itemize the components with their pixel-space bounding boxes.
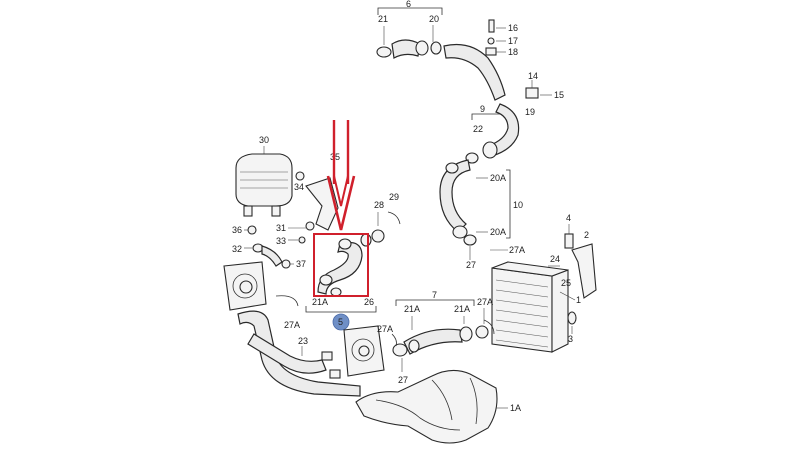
callout-34: 34 — [294, 182, 304, 192]
callout-27-bottom: 27 — [398, 375, 408, 385]
highlighted-hose-5 — [313, 233, 369, 297]
flange-center — [343, 325, 385, 377]
callout-28: 28 — [374, 200, 384, 210]
callout-33: 33 — [276, 236, 286, 246]
callout-27a-mid: 27A — [477, 297, 493, 307]
callout-21a-left: 21A — [312, 297, 328, 307]
highlight-box — [313, 233, 369, 297]
callout-3: 3 — [568, 334, 573, 344]
callout-27-right: 27 — [466, 260, 476, 270]
callout-9: 9 — [480, 104, 485, 114]
callout-32: 32 — [232, 244, 242, 254]
callout-1a: 1A — [510, 403, 521, 413]
hose-group-7: 7 21A 21A 27A 27A 27 — [377, 290, 495, 385]
air-duct-1a: 1A — [355, 369, 521, 444]
callout-1: 1 — [576, 295, 581, 305]
callout-7: 7 — [432, 290, 437, 300]
clamps-28-29: 29 28 — [360, 192, 401, 247]
callout-37: 37 — [296, 259, 306, 269]
callout-23: 23 — [298, 336, 308, 346]
callout-14: 14 — [528, 71, 538, 81]
callout-18: 18 — [508, 47, 518, 57]
callout-31: 31 — [276, 223, 286, 233]
callout-21-top: 21 — [378, 14, 388, 24]
callout-25: 25 — [561, 278, 571, 288]
callout-2: 2 — [584, 230, 589, 240]
callout-5: 5 — [338, 317, 343, 327]
callout-26: 26 — [364, 297, 374, 307]
callout-29: 29 — [389, 192, 399, 202]
callout-20a-lower: 20A — [490, 227, 506, 237]
assembly-6-top: 6 21 20 16 17 18 14 15 — [376, 0, 564, 101]
callout-27a-left: 27A — [284, 320, 300, 330]
blue-marker-dot — [332, 313, 350, 331]
lower-left-pipes: 27A 23 — [223, 261, 361, 397]
hose-group-10: 9 22 19 20A 10 20A 27A 27 — [439, 103, 535, 270]
intercooler: 1 4 2 24 25 3 — [491, 213, 597, 353]
callout-20a-upper: 20A — [490, 173, 506, 183]
callout-19: 19 — [525, 107, 535, 117]
callout-36: 36 — [232, 225, 242, 235]
assembly-5-labels: 21A 26 5 — [305, 297, 377, 331]
callout-27a-right: 27A — [509, 245, 525, 255]
callout-21a-mid-1: 21A — [404, 304, 420, 314]
callout-16: 16 — [508, 23, 518, 33]
red-arrows — [326, 120, 356, 231]
callout-6: 6 — [406, 0, 411, 9]
callout-10: 10 — [513, 200, 523, 210]
callout-27a-bottom: 27A — [377, 324, 393, 334]
callout-4: 4 — [566, 213, 571, 223]
callout-30: 30 — [259, 135, 269, 145]
callout-21a-mid-2: 21A — [454, 304, 470, 314]
callout-17: 17 — [508, 36, 518, 46]
callout-15: 15 — [554, 90, 564, 100]
canister-group: 30 34 35 31 33 36 32 37 — [232, 135, 340, 269]
callout-20: 20 — [429, 14, 439, 24]
callout-22: 22 — [473, 124, 483, 134]
callout-24: 24 — [550, 254, 560, 264]
